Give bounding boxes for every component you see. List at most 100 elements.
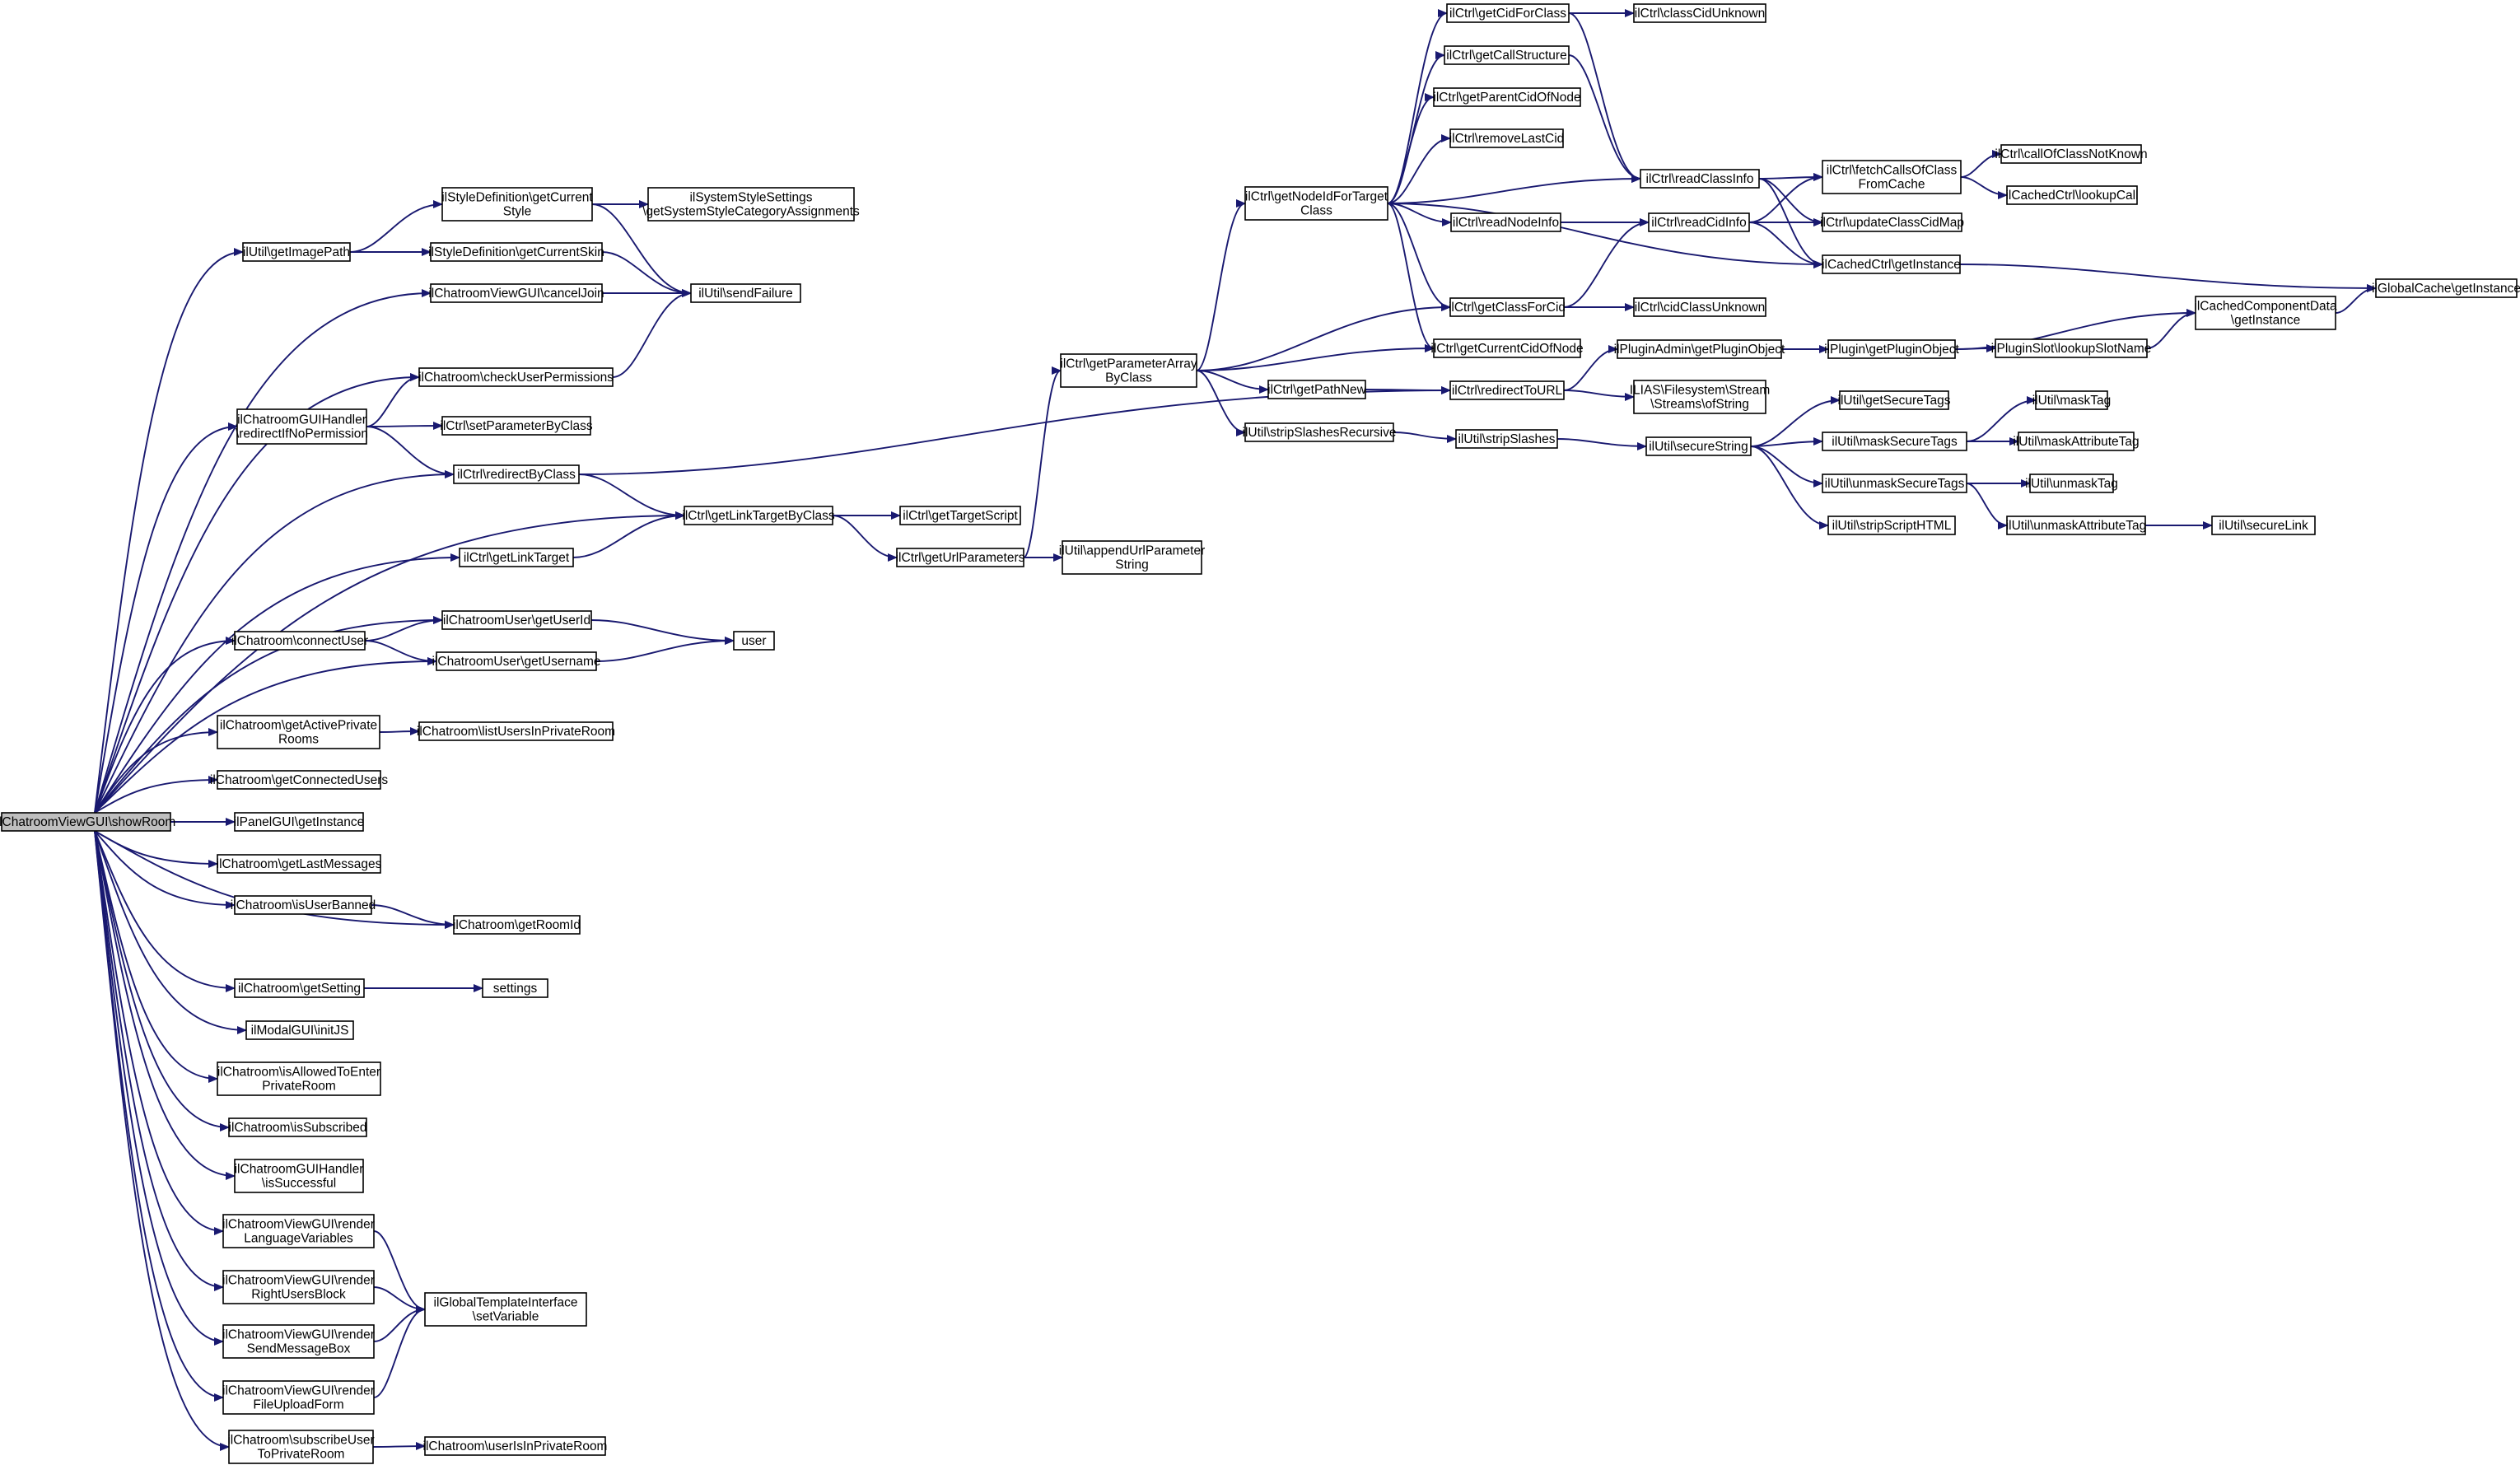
node-getPathNew[interactable]: ilCtrl\getPathNew xyxy=(1267,380,1367,399)
node-getUsername[interactable]: ilChatroomUser\getUsername xyxy=(432,651,601,671)
node-modalInitJS[interactable]: ilModalGUI\initJS xyxy=(245,1020,354,1040)
node-setVariable[interactable]: ilGlobalTemplateInterface\setVariable xyxy=(424,1292,587,1327)
node-unmaskTag[interactable]: ilUtil\unmaskTag xyxy=(2025,474,2118,493)
node-label-root: ilChatroomViewGUI\showRoom xyxy=(0,815,175,829)
node-readNodeInfo[interactable]: ilCtrl\readNodeInfo xyxy=(1450,212,1561,232)
node-styleGetCurrentSkin[interactable]: ilStyleDefinition\getCurrentSkin xyxy=(428,242,604,262)
node-checkUserPermissions[interactable]: ilChatroom\checkUserPermissions xyxy=(418,367,614,387)
node-getCurrentCidOfNode[interactable]: ilCtrl\getCurrentCidOfNode xyxy=(1430,338,1584,358)
node-setParameterByClass[interactable]: ilCtrl\setParameterByClass xyxy=(440,416,593,436)
node-listUsersInPrivateRoom[interactable]: ilChatroom\listUsersInPrivateRoom xyxy=(417,721,615,741)
node-unmaskSecureTags[interactable]: ilUtil\unmaskSecureTags xyxy=(1822,474,1967,493)
node-cancelJoin[interactable]: ilChatroomViewGUI\cancelJoin xyxy=(428,283,604,303)
node-classCidUnknown[interactable]: ilCtrl\classCidUnknown xyxy=(1633,3,1766,23)
node-box-isSuccessful xyxy=(234,1159,364,1193)
node-getClassForCid[interactable]: ilCtrl\getClassForCid xyxy=(1449,297,1566,317)
node-label-getUrlParameters: ilCtrl\getUrlParameters xyxy=(896,551,1025,565)
edge-getParameterArrayByClass-to-getClassForCid xyxy=(1196,303,1451,371)
node-secureString[interactable]: ilUtil\secureString xyxy=(1645,436,1752,456)
edge-getUserId-to-user xyxy=(590,619,735,645)
node-cachedComponentDataGetInstance[interactable]: ilCachedComponentData\getInstance xyxy=(2194,296,2337,330)
node-lookupCall[interactable]: ilCachedCtrl\lookupCall xyxy=(2005,185,2139,205)
node-label-pluginAdminGetPluginObject: ilPluginAdmin\getPluginObject xyxy=(1614,343,1785,357)
node-isSuccessful[interactable]: ilChatroomGUIHandler\isSuccessful xyxy=(234,1159,364,1193)
node-cidClassUnknown[interactable]: ilCtrl\cidClassUnknown xyxy=(1633,297,1766,317)
node-sendFailure[interactable]: ilUtil\sendFailure xyxy=(690,283,801,303)
node-connectUser[interactable]: ilChatroom\connectUser xyxy=(231,631,368,651)
node-box-isSubscribed xyxy=(228,1117,367,1137)
node-box-user xyxy=(733,631,775,651)
node-pluginGetPluginObject[interactable]: ilPlugin\getPluginObject xyxy=(1824,339,1960,359)
node-userIsInPrivateRoom[interactable]: ilChatroom\userIsInPrivateRoom xyxy=(423,1436,608,1456)
node-getLinkTarget[interactable]: ilCtrl\getLinkTarget xyxy=(459,548,574,567)
edge-root-to-renderRightUsersBlock xyxy=(94,830,224,1291)
node-getTargetScript[interactable]: ilCtrl\getTargetScript xyxy=(899,506,1021,525)
node-secureLink[interactable]: ilUtil\secureLink xyxy=(2211,516,2316,535)
node-updateClassCidMap[interactable]: ilCtrl\updateClassCidMap xyxy=(1820,212,1964,232)
node-getCidForClass[interactable]: ilCtrl\getCidForClass xyxy=(1446,3,1570,23)
node-getUrlParameters[interactable]: ilCtrl\getUrlParameters xyxy=(896,548,1025,567)
node-redirectToURL[interactable]: ilCtrl\redirectToURL xyxy=(1449,380,1565,400)
node-getLastMessages[interactable]: ilChatroom\getLastMessages xyxy=(217,854,382,874)
node-getLinkTargetByClass[interactable]: ilCtrl\getLinkTargetByClass xyxy=(682,506,835,525)
node-label-sysStyleSettings: ilSystemStyleSettings xyxy=(689,191,812,205)
node-getSecureTags[interactable]: ilUtil\getSecureTags xyxy=(1838,390,1951,410)
node-settings[interactable]: settings xyxy=(482,978,548,998)
node-isSubscribed[interactable]: ilChatroom\isSubscribed xyxy=(228,1117,367,1137)
node-label-getParameterArrayByClass: ilCtrl\getParameterArray xyxy=(1060,357,1197,371)
node-label-cachedCtrlGetInstance: ilCachedCtrl\getInstance xyxy=(1822,258,1961,272)
node-maskTag[interactable]: ilUtil\maskTag xyxy=(2032,390,2112,410)
edge-maskSecureTags-to-maskTag xyxy=(1966,396,2037,442)
node-ofString[interactable]: ILIAS\Filesystem\Stream\Streams\ofString xyxy=(1630,380,1771,414)
node-cachedCtrlGetInstance[interactable]: ilCachedCtrl\getInstance xyxy=(1822,254,1961,274)
node-pluginAdminGetPluginObject[interactable]: ilPluginAdmin\getPluginObject xyxy=(1614,339,1785,359)
node-unmaskAttributeTag[interactable]: ilUtil\unmaskAttributeTag xyxy=(2006,516,2147,535)
node-box-getPathNew xyxy=(1267,380,1366,399)
node-sysStyleSettings[interactable]: ilSystemStyleSettings\getSystemStyleCate… xyxy=(642,187,860,222)
node-user[interactable]: user xyxy=(733,631,775,651)
node-root[interactable]: ilChatroomViewGUI\showRoom xyxy=(0,812,175,832)
node-box-getUsername xyxy=(436,651,597,671)
node-getParentCidOfNode[interactable]: ilCtrl\getParentCidOfNode xyxy=(1433,87,1581,107)
node-getSetting[interactable]: ilChatroom\getSetting xyxy=(234,978,365,998)
node-box-maskTag xyxy=(2035,390,2108,410)
node-readClassInfo[interactable]: ilCtrl\readClassInfo xyxy=(1640,169,1760,189)
node-renderLanguageVariables[interactable]: ilChatroomViewGUI\renderLanguageVariable… xyxy=(222,1214,375,1248)
node-box-sysStyleSettings xyxy=(647,187,855,222)
node-callOfClassNotKnown[interactable]: ilCtrl\callOfClassNotKnown xyxy=(1995,144,2148,164)
node-redirectByClass[interactable]: ilCtrl\redirectByClass xyxy=(453,464,580,484)
node-getCallStructure[interactable]: ilCtrl\getCallStructure xyxy=(1444,45,1570,65)
node-maskAttributeTag[interactable]: ilUtil\maskAttributeTag xyxy=(2013,432,2140,451)
node-getRoomId[interactable]: ilChatroom\getRoomId xyxy=(453,915,581,935)
node-globalCacheGetInstance[interactable]: ilGlobalCache\getInstance xyxy=(2372,278,2520,298)
node-removeLastCid[interactable]: ilCtrl\removeLastCid xyxy=(1449,128,1565,148)
node-readCidInfo[interactable]: ilCtrl\readCidInfo xyxy=(1648,212,1750,232)
node-redirectIfNoPermission[interactable]: ilChatroomGUIHandler\redirectIfNoPermiss… xyxy=(236,408,368,445)
node-panelGetInstance[interactable]: ilPanelGUI\getInstance xyxy=(234,812,365,832)
node-getUserId[interactable]: ilChatroomUser\getUserId xyxy=(441,610,592,630)
node-stripSlashesRecursive[interactable]: ilUtil\stripSlashesRecursive xyxy=(1243,422,1397,442)
node-label-getUsername: ilChatroomUser\getUsername xyxy=(432,655,600,669)
node-isUserBanned[interactable]: ilChatroom\isUserBanned xyxy=(231,895,376,915)
node-stripSlashes[interactable]: ilUtil\stripSlashes xyxy=(1455,429,1558,449)
node-maskSecureTags[interactable]: ilUtil\maskSecureTags xyxy=(1822,432,1967,451)
node-getConnectedUsers[interactable]: ilChatroom\getConnectedUsers xyxy=(210,770,388,790)
node-lookupSlotName[interactable]: ilPluginSlot\lookupSlotName xyxy=(1991,338,2152,358)
edge-getImagePath-to-styleGetCurrentStyle xyxy=(349,200,443,253)
node-getImagePath[interactable]: ilUtil\getImagePath xyxy=(242,242,351,262)
node-box-checkUserPermissions xyxy=(418,367,614,387)
node-label-settings: settings xyxy=(493,982,538,996)
node-stripScriptHTML[interactable]: ilUtil\stripScriptHTML xyxy=(1827,516,1956,535)
node-label-setVariable: ilGlobalTemplateInterface xyxy=(434,1296,578,1310)
